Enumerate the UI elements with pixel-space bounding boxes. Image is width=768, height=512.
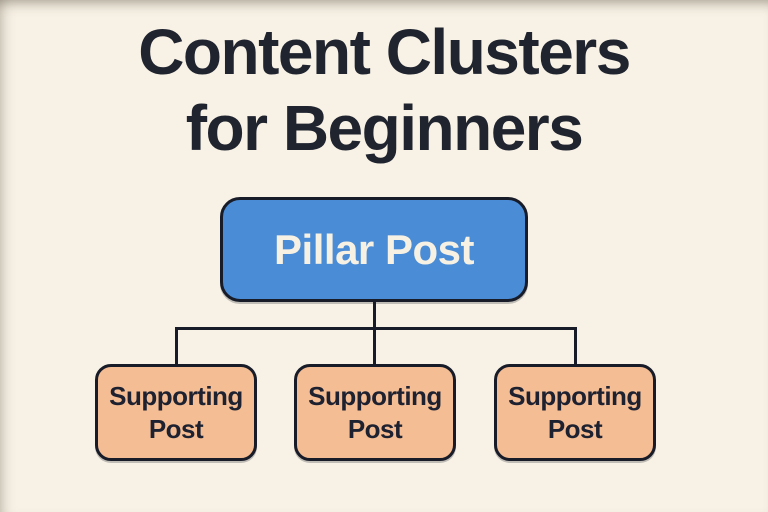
- supporting-post-label-line2: Post: [347, 413, 403, 444]
- supporting-post-node-3: Supporting Post: [494, 364, 656, 461]
- supporting-post-label-line1: Supporting: [508, 380, 642, 411]
- pillar-post-node: Pillar Post: [220, 197, 528, 302]
- connector-stem: [373, 301, 376, 329]
- connector-drop-right: [574, 327, 577, 365]
- supporting-post-node-1: Supporting Post: [95, 364, 257, 461]
- title-line-2: for Beginners: [185, 92, 584, 164]
- connector-drop-left: [175, 327, 178, 365]
- connector-drop-center: [373, 327, 376, 365]
- title-line-1: Content Clusters: [138, 16, 631, 88]
- connector-rail: [175, 327, 577, 330]
- supporting-post-label-line1: Supporting: [109, 380, 243, 411]
- pillar-post-label: Pillar Post: [274, 225, 474, 273]
- supporting-post-label-line2: Post: [547, 413, 603, 444]
- page-title: Content Clusters for Beginners: [0, 14, 768, 166]
- supporting-post-node-2: Supporting Post: [294, 364, 456, 461]
- supporting-post-label-line1: Supporting: [308, 380, 442, 411]
- supporting-post-label-line2: Post: [148, 413, 204, 444]
